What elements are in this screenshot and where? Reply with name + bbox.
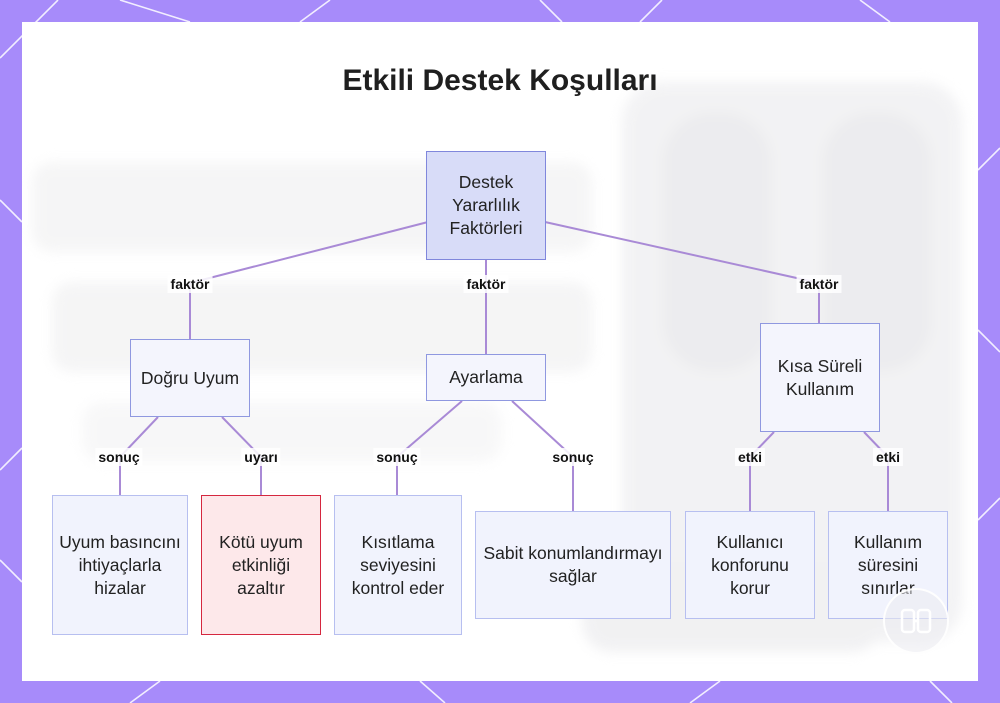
node-sabit: Sabit konumlandırmayı sağlar [475, 511, 671, 619]
edge-label-root-kisa: faktör [796, 275, 842, 293]
edge-root-kisa [544, 221, 820, 284]
edge-label-dogru-kotu: uyarı [241, 448, 281, 466]
edge-label-root-ayarlama: faktör [463, 275, 509, 293]
node-uyum-basinci-label: Uyum basıncını ihtiyaçlarla hizalar [59, 531, 181, 598]
node-root: Destek Yararlılık Faktörleri [426, 151, 546, 260]
edge-label-kisa-sure: etki [872, 448, 904, 466]
node-kotu-uyum-label: Kötü uyum etkinliği azaltır [219, 531, 303, 598]
brand-logo-glyph [900, 608, 932, 634]
node-kullanici-konforu-label: Kullanıcı konforunu korur [711, 531, 789, 598]
node-kisitlama: Kısıtlama seviyesini kontrol eder [334, 495, 462, 635]
node-dogru-uyum-label: Doğru Uyum [140, 367, 240, 388]
edge-label-dogru-uyum: sonuç [95, 448, 143, 466]
node-ayarlama: Ayarlama [426, 354, 546, 401]
node-uyum-basinci: Uyum basıncını ihtiyaçlarla hizalar [52, 495, 188, 635]
edge-label-ayar-kisit: sonuç [373, 448, 421, 466]
node-kotu-uyum: Kötü uyum etkinliği azaltır [201, 495, 321, 635]
node-kisitlama-label: Kısıtlama seviyesini kontrol eder [351, 531, 445, 598]
node-kisa-sureli: Kısa Süreli Kullanım [760, 323, 880, 432]
brand-logo-icon [883, 588, 949, 654]
diagram-title: Etkili Destek Koşulları [342, 64, 658, 97]
node-root-label: Destek Yararlılık Faktörleri [449, 172, 523, 238]
edge-ayar-sabit [511, 400, 574, 458]
edge-label-ayar-sabit: sonuç [549, 448, 597, 466]
edge-label-root-dogru: faktör [167, 275, 213, 293]
node-sabit-label: Sabit konumlandırmayı sağlar [483, 543, 663, 586]
edge-ayar-kisit [396, 400, 463, 458]
blurred-background-image [32, 82, 962, 652]
edge-label-kisa-konfor: etki [734, 448, 766, 466]
node-kullanici-konforu: Kullanıcı konforunu korur [685, 511, 815, 619]
node-dogru-uyum: Doğru Uyum [130, 339, 250, 417]
node-kisa-sureli-label: Kısa Süreli Kullanım [777, 355, 863, 399]
node-ayarlama-label: Ayarlama [449, 367, 523, 387]
edge-root-dogru [189, 221, 429, 284]
